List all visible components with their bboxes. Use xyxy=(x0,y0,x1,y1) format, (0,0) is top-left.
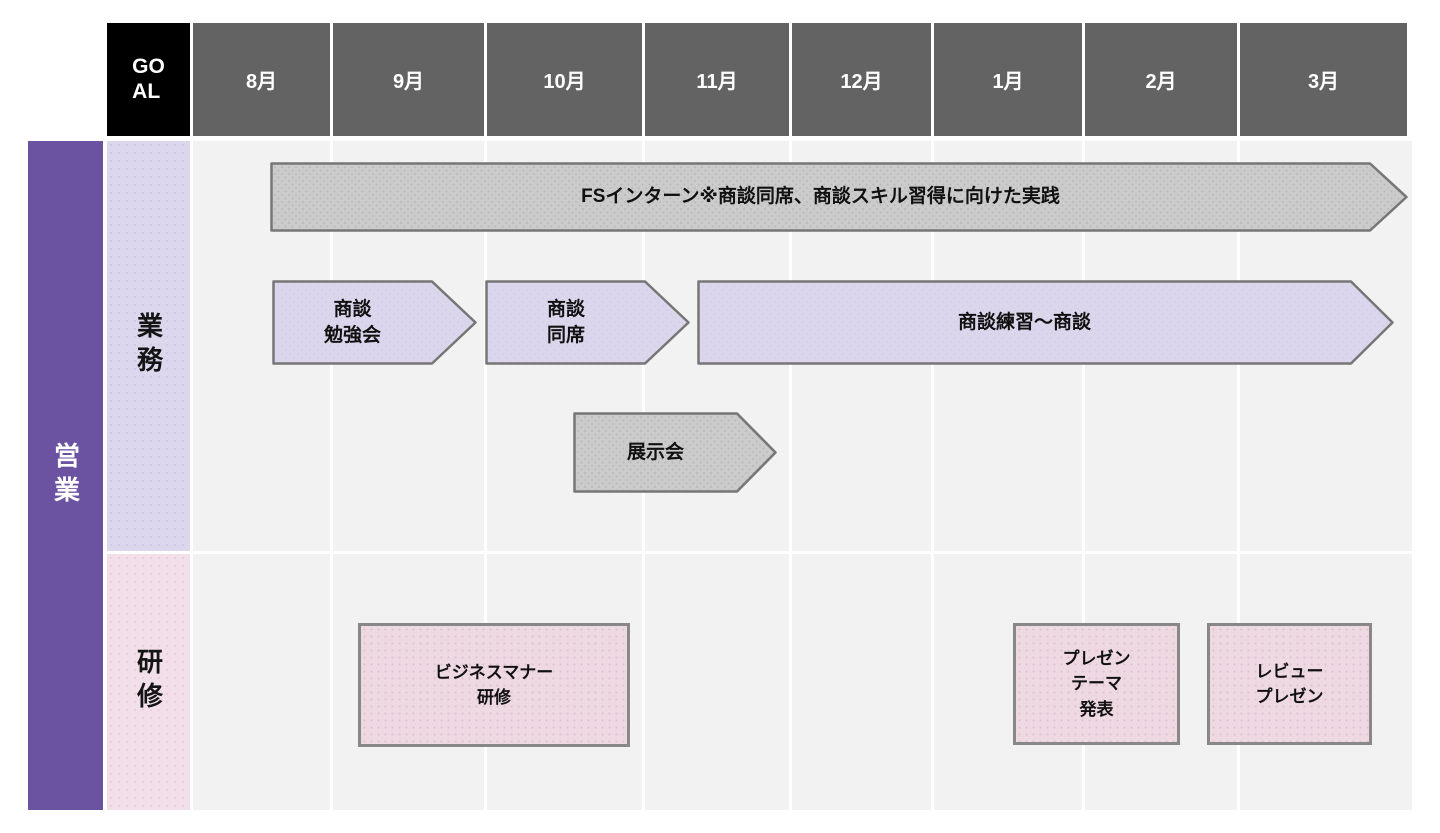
bar-shodan-renshu-shape xyxy=(697,280,1394,365)
bar-tenjikai xyxy=(573,412,777,493)
box-presen-theme: プレゼン テーマ 発表 xyxy=(1013,623,1180,745)
bar-shodan-renshu xyxy=(697,280,1394,365)
bar-fs-intern-shape xyxy=(270,162,1408,232)
box-review-presen: レビュー プレゼン xyxy=(1207,623,1372,745)
bar-shodan-benkyokai xyxy=(272,280,477,365)
goal-label: GO AL xyxy=(132,54,165,103)
bar-shodan-benkyokai-shape xyxy=(272,280,477,365)
box-business-manner: ビジネスマナー 研修 xyxy=(358,623,630,747)
month-header-jan: 1月 xyxy=(934,23,1082,136)
column-stripe-aug xyxy=(193,141,330,810)
bar-shodan-doseki-shape xyxy=(485,280,690,365)
month-header-sep: 9月 xyxy=(333,23,484,136)
row-label-kenshu: 研修 xyxy=(107,554,190,810)
row-divider xyxy=(193,551,1412,554)
kenshu-label: 研修 xyxy=(133,648,164,716)
column-stripe-dec xyxy=(792,141,931,810)
bar-tenjikai-shape xyxy=(573,412,777,493)
box-presen-theme-label: プレゼン テーマ 発表 xyxy=(1062,648,1131,719)
bar-shodan-doseki xyxy=(485,280,690,365)
month-header-feb: 2月 xyxy=(1085,23,1237,136)
month-header-aug: 8月 xyxy=(193,23,330,136)
month-header-oct: 10月 xyxy=(487,23,642,136)
sales-group-label: 営業 xyxy=(50,441,81,510)
month-header-dec: 12月 xyxy=(792,23,931,136)
month-header-nov: 11月 xyxy=(645,23,789,136)
bar-fs-intern xyxy=(270,162,1408,232)
box-review-presen-label: レビュー プレゼン xyxy=(1255,661,1324,707)
row-label-gyomu: 業務 xyxy=(107,141,190,551)
group-band-sales: 営業 xyxy=(28,141,103,810)
box-business-manner-label: ビジネスマナー 研修 xyxy=(434,662,554,708)
goal-header-cell: GO AL xyxy=(107,23,190,136)
month-header-mar: 3月 xyxy=(1240,23,1407,136)
gyomu-label: 業務 xyxy=(133,312,164,380)
